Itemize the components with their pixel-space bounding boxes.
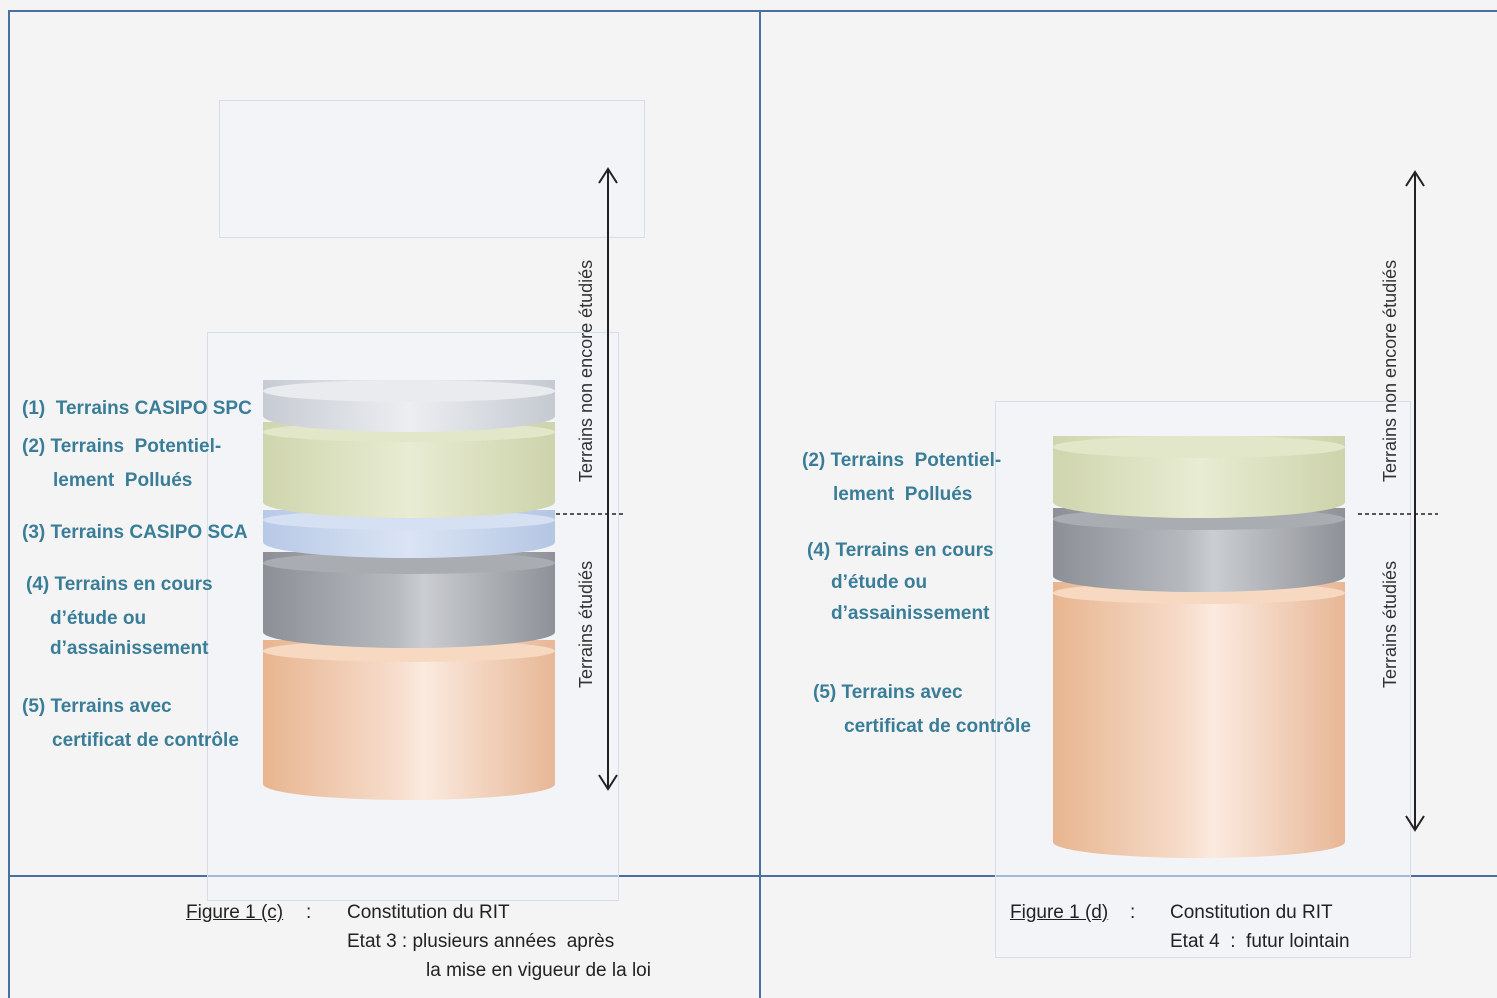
label-en-cours-line2: d’étude ou (50, 608, 147, 629)
layer-casipo-spc (263, 380, 555, 432)
label-potentiellement-line2-right: lement Pollués (833, 484, 973, 505)
label-casipo-spc: (1) Terrains CASIPO SPC (22, 398, 252, 419)
layer-certificat-controle (263, 640, 555, 800)
label-en-cours-line3: d’assainissement (50, 638, 209, 659)
left-vertical-label-etudies: Terrains étudiés (576, 560, 596, 688)
right-figure-reference: Figure 1 (d) (1010, 902, 1109, 923)
label-en-cours-line1: (4) Terrains en cours (26, 574, 213, 595)
left-double-arrow (598, 167, 618, 791)
left-empty-box (219, 100, 645, 238)
label-potentiellement-line1: (2) Terrains Potentiel- (22, 436, 222, 457)
right-vertical-label-non-etudies: Terrains non encore étudiés (1380, 259, 1400, 482)
layer-en-cours-right (1053, 508, 1345, 592)
frame-center-divider (759, 10, 761, 998)
label-en-cours-line1-right: (4) Terrains en cours (807, 540, 994, 561)
layer-en-cours (263, 552, 555, 648)
right-vertical-label-etudies: Terrains étudiés (1380, 560, 1400, 688)
layer-certificat-controle-right (1053, 582, 1345, 858)
left-vertical-label-non-etudies: Terrains non encore étudiés (576, 259, 596, 482)
label-certificat-line1: (5) Terrains avec (22, 696, 172, 717)
left-figure-reference: Figure 1 (c) (186, 902, 284, 923)
label-certificat-line2: certificat de contrôle (52, 730, 239, 751)
label-en-cours-line2-right: d’étude ou (831, 572, 928, 593)
frame-left-border (8, 10, 10, 998)
label-potentiellement-line1-right: (2) Terrains Potentiel- (802, 450, 1002, 471)
frame-caption-divider (8, 875, 1497, 877)
frame-top-border (8, 10, 1497, 12)
left-caption-line1: Constitution du RIT (347, 902, 510, 923)
left-caption-line3: la mise en vigueur de la loi (426, 960, 651, 981)
label-potentiellement-line2: lement Pollués (53, 470, 193, 491)
right-dashed-divider (1358, 513, 1438, 515)
label-certificat-line1-right: (5) Terrains avec (813, 682, 963, 703)
left-caption-line2: Etat 3 : plusieurs années après (347, 931, 615, 952)
left-figure-colon: : (306, 902, 312, 923)
layer-potentiellement-pollues-right (1053, 436, 1345, 518)
layer-potentiellement-pollues (263, 422, 555, 518)
label-casipo-sca: (3) Terrains CASIPO SCA (22, 522, 248, 543)
label-en-cours-line3-right: d’assainissement (831, 603, 990, 624)
right-figure-colon: : (1130, 902, 1136, 923)
right-double-arrow (1405, 170, 1425, 832)
right-caption-line1: Constitution du RIT (1170, 902, 1333, 923)
left-dashed-divider (556, 513, 626, 515)
right-caption-line2: Etat 4 : futur lointain (1170, 931, 1350, 952)
label-certificat-line2-right: certificat de contrôle (844, 716, 1031, 737)
